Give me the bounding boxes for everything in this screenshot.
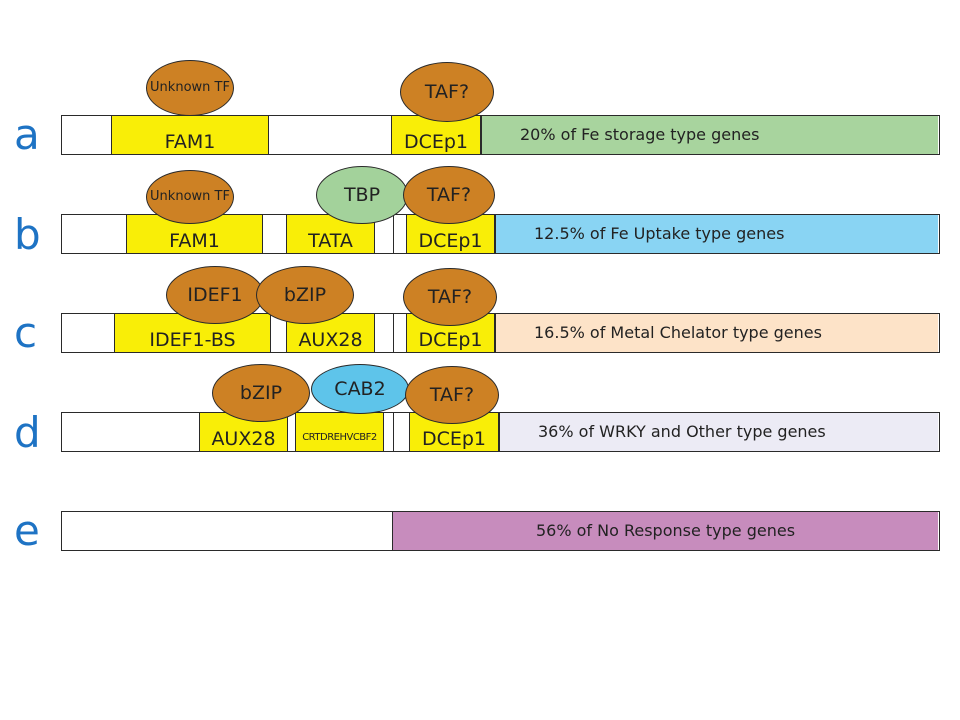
row-d-gene-class: 36% of WRKY and Other type genes bbox=[499, 413, 938, 451]
row-b-divider bbox=[393, 215, 394, 253]
row-b-transcription-factor: TBP bbox=[316, 166, 408, 224]
row-b-letter: b bbox=[14, 210, 41, 259]
row-b-transcription-factor-label: TAF? bbox=[426, 183, 472, 206]
row-b-cis-element-label: DCEp1 bbox=[418, 230, 483, 252]
row-a-transcription-factor-label: TAF? bbox=[424, 80, 470, 103]
row-c-transcription-factor: bZIP bbox=[256, 266, 354, 324]
row-b-transcription-factor-label: Unknown TF bbox=[150, 188, 230, 204]
row-d-transcription-factor-label: TAF? bbox=[429, 383, 475, 406]
row-b-transcription-factor-label: TBP bbox=[343, 183, 381, 206]
row-d-cis-element: CRTDREHVCBF2 bbox=[295, 413, 384, 451]
row-c-divider bbox=[393, 314, 394, 352]
row-b-gene-class: 12.5% of Fe Uptake type genes bbox=[495, 215, 938, 253]
row-c-promoter-track: 16.5% of Metal Chelator type genes IDEF1-… bbox=[61, 313, 940, 353]
row-e-gene-class: 56% of No Response type genes bbox=[392, 512, 938, 550]
row-d-gene-class-label: 36% of WRKY and Other type genes bbox=[538, 422, 826, 441]
row-a-letter: a bbox=[14, 110, 40, 159]
row-a-transcription-factor-label: Unknown TF bbox=[150, 79, 230, 95]
row-a-cis-element-label: DCEp1 bbox=[403, 131, 469, 153]
row-a-transcription-factor: Unknown TF bbox=[146, 60, 234, 116]
row-c-cis-element-label: IDEF1-BS bbox=[149, 329, 236, 351]
row-c-cis-element-label: DCEp1 bbox=[418, 329, 483, 351]
row-d-cis-element: DCEp1 bbox=[409, 413, 499, 451]
row-c-transcription-factor-label: bZIP bbox=[283, 283, 327, 306]
row-d-transcription-factor: CAB2 bbox=[311, 364, 409, 414]
row-e-gene-class-label: 56% of No Response type genes bbox=[535, 521, 796, 540]
row-d-transcription-factor: TAF? bbox=[405, 366, 499, 424]
row-b-cis-element: FAM1 bbox=[126, 215, 263, 253]
row-c-gene-class: 16.5% of Metal Chelator type genes bbox=[495, 314, 938, 352]
row-b-gene-class-label: 12.5% of Fe Uptake type genes bbox=[534, 224, 785, 243]
row-c-letter: c bbox=[14, 308, 38, 357]
row-b-cis-element-label: FAM1 bbox=[169, 230, 220, 252]
row-a-cis-element-label: FAM1 bbox=[164, 131, 216, 153]
row-a-gene-class: 20% of Fe storage type genes bbox=[481, 116, 938, 154]
row-d-cis-element-label: AUX28 bbox=[211, 428, 276, 450]
row-d-letter: d bbox=[14, 408, 41, 457]
row-b-promoter-track: 12.5% of Fe Uptake type genes FAM1 TATA DCE… bbox=[61, 214, 940, 254]
row-d-cis-element-label: CRTDREHVCBF2 bbox=[302, 432, 377, 443]
row-b-cis-element: TATA bbox=[286, 215, 375, 253]
row-b-transcription-factor: Unknown TF bbox=[146, 170, 234, 224]
row-b-transcription-factor: TAF? bbox=[403, 166, 495, 224]
row-c-transcription-factor: IDEF1 bbox=[166, 266, 264, 324]
row-c-transcription-factor-label: TAF? bbox=[427, 285, 473, 308]
row-b-cis-element-label: TATA bbox=[308, 230, 353, 252]
row-d-promoter-track: 36% of WRKY and Other type genes AUX28 CRT… bbox=[61, 412, 940, 452]
row-a-cis-element: DCEp1 bbox=[391, 116, 481, 154]
row-c-cis-element-label: AUX28 bbox=[298, 329, 363, 351]
row-a-cis-element: FAM1 bbox=[111, 116, 269, 154]
row-c-transcription-factor: TAF? bbox=[403, 268, 497, 326]
row-d-divider bbox=[393, 413, 394, 451]
row-d-transcription-factor-label: bZIP bbox=[239, 381, 283, 404]
row-a-transcription-factor: TAF? bbox=[400, 62, 494, 122]
row-a-gene-class-label: 20% of Fe storage type genes bbox=[520, 125, 760, 144]
row-c-gene-class-label: 16.5% of Metal Chelator type genes bbox=[534, 323, 822, 342]
row-a-promoter-track: 20% of Fe storage type genes FAM1 DCEp1 bbox=[61, 115, 940, 155]
row-e-letter: e bbox=[14, 506, 40, 555]
row-c-transcription-factor-label: IDEF1 bbox=[187, 283, 243, 306]
row-d-transcription-factor-label: CAB2 bbox=[334, 377, 386, 400]
row-d-cis-element-label: DCEp1 bbox=[421, 428, 487, 450]
row-d-transcription-factor: bZIP bbox=[212, 364, 310, 422]
row-e-promoter-track: 56% of No Response type genes bbox=[61, 511, 940, 551]
